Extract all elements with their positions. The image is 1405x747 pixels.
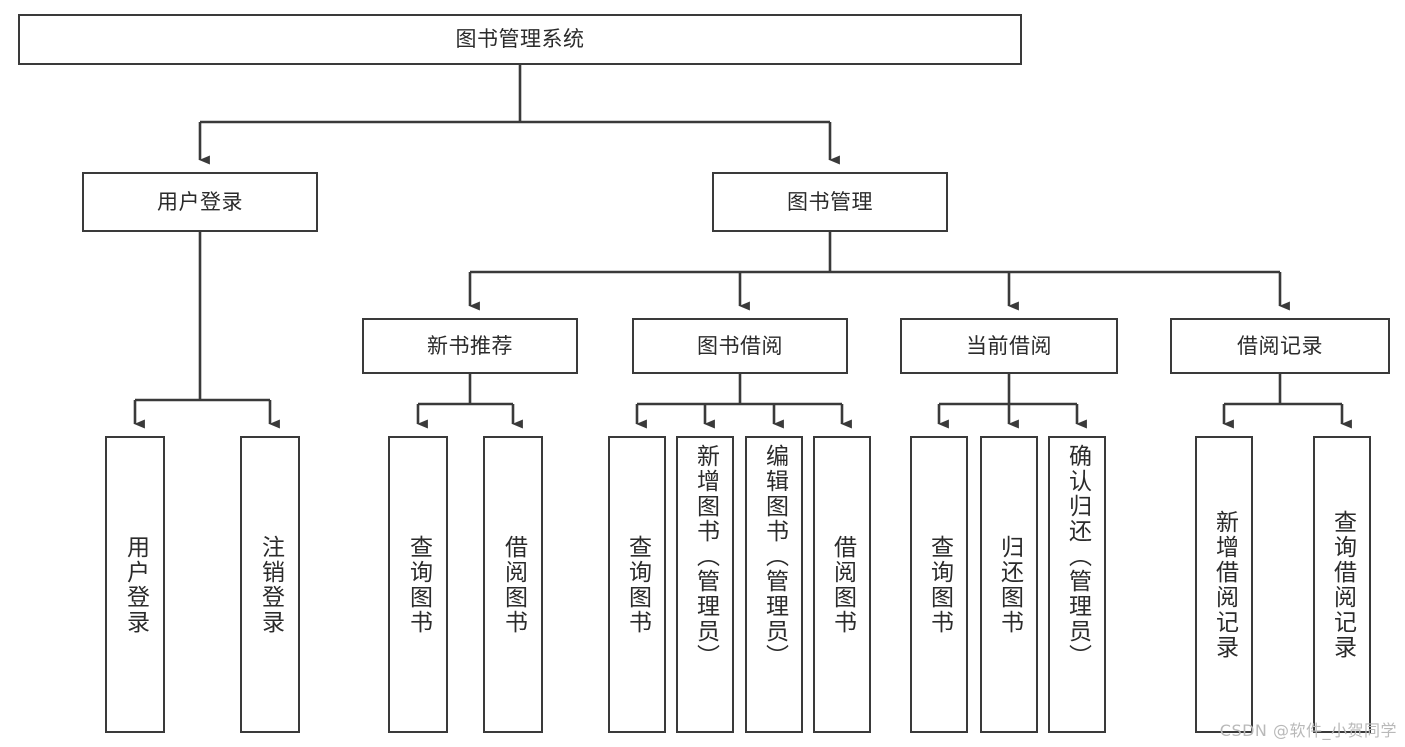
node-leaf-add-borrow-record[interactable]: 新增借阅记录	[1195, 436, 1253, 733]
node-leaf-query-borrow-record[interactable]: 查询借阅记录	[1313, 436, 1371, 733]
node-leaf-add-book-admin[interactable]: 新增图书（管理员）	[676, 436, 734, 733]
node-leaf-borrow-book-rec-label: 借阅图书	[500, 534, 527, 635]
node-leaf-add-book-admin-label: 新增图书（管理员）	[692, 444, 719, 669]
node-leaf-confirm-return-admin[interactable]: 确认归还（管理员）	[1048, 436, 1106, 733]
node-leaf-borrow-book-bor[interactable]: 借阅图书	[813, 436, 871, 733]
node-root-label: 图书管理系统	[455, 27, 585, 52]
node-leaf-query-book-cur-label: 查询图书	[926, 534, 953, 635]
node-borrow-record[interactable]: 借阅记录	[1170, 318, 1390, 374]
node-current-borrow[interactable]: 当前借阅	[900, 318, 1118, 374]
node-user-login[interactable]: 用户登录	[82, 172, 318, 232]
node-leaf-edit-book-admin[interactable]: 编辑图书（管理员）	[745, 436, 803, 733]
node-leaf-user-login-label: 用户登录	[122, 534, 149, 635]
node-book-manage[interactable]: 图书管理	[712, 172, 948, 232]
node-leaf-add-borrow-record-label: 新增借阅记录	[1211, 509, 1238, 660]
node-leaf-query-book-rec-label: 查询图书	[405, 534, 432, 635]
node-user-login-label: 用户登录	[157, 189, 243, 214]
node-leaf-borrow-book-rec[interactable]: 借阅图书	[483, 436, 543, 733]
node-leaf-query-borrow-record-label: 查询借阅记录	[1329, 509, 1356, 660]
node-book-manage-label: 图书管理	[787, 189, 873, 214]
node-leaf-query-book-bor[interactable]: 查询图书	[608, 436, 666, 733]
node-leaf-logout-login-label: 注销登录	[257, 534, 284, 635]
node-leaf-user-login[interactable]: 用户登录	[105, 436, 165, 733]
node-book-borrow[interactable]: 图书借阅	[632, 318, 848, 374]
node-leaf-return-book[interactable]: 归还图书	[980, 436, 1038, 733]
node-leaf-query-book-cur[interactable]: 查询图书	[910, 436, 968, 733]
node-leaf-borrow-book-bor-label: 借阅图书	[829, 534, 856, 635]
watermark-text: CSDN @软件_小贺同学	[1219, 721, 1397, 740]
node-current-borrow-label: 当前借阅	[966, 333, 1052, 358]
node-new-book-recommend[interactable]: 新书推荐	[362, 318, 578, 374]
node-new-book-recommend-label: 新书推荐	[427, 333, 513, 358]
node-leaf-query-book-bor-label: 查询图书	[624, 534, 651, 635]
node-leaf-logout-login[interactable]: 注销登录	[240, 436, 300, 733]
node-borrow-record-label: 借阅记录	[1237, 333, 1323, 358]
node-leaf-return-book-label: 归还图书	[996, 534, 1023, 635]
node-book-borrow-label: 图书借阅	[697, 333, 783, 358]
node-leaf-edit-book-admin-label: 编辑图书（管理员）	[761, 444, 788, 669]
node-leaf-query-book-rec[interactable]: 查询图书	[388, 436, 448, 733]
node-leaf-confirm-return-admin-label: 确认归还（管理员）	[1064, 444, 1091, 669]
node-root[interactable]: 图书管理系统	[18, 14, 1022, 65]
